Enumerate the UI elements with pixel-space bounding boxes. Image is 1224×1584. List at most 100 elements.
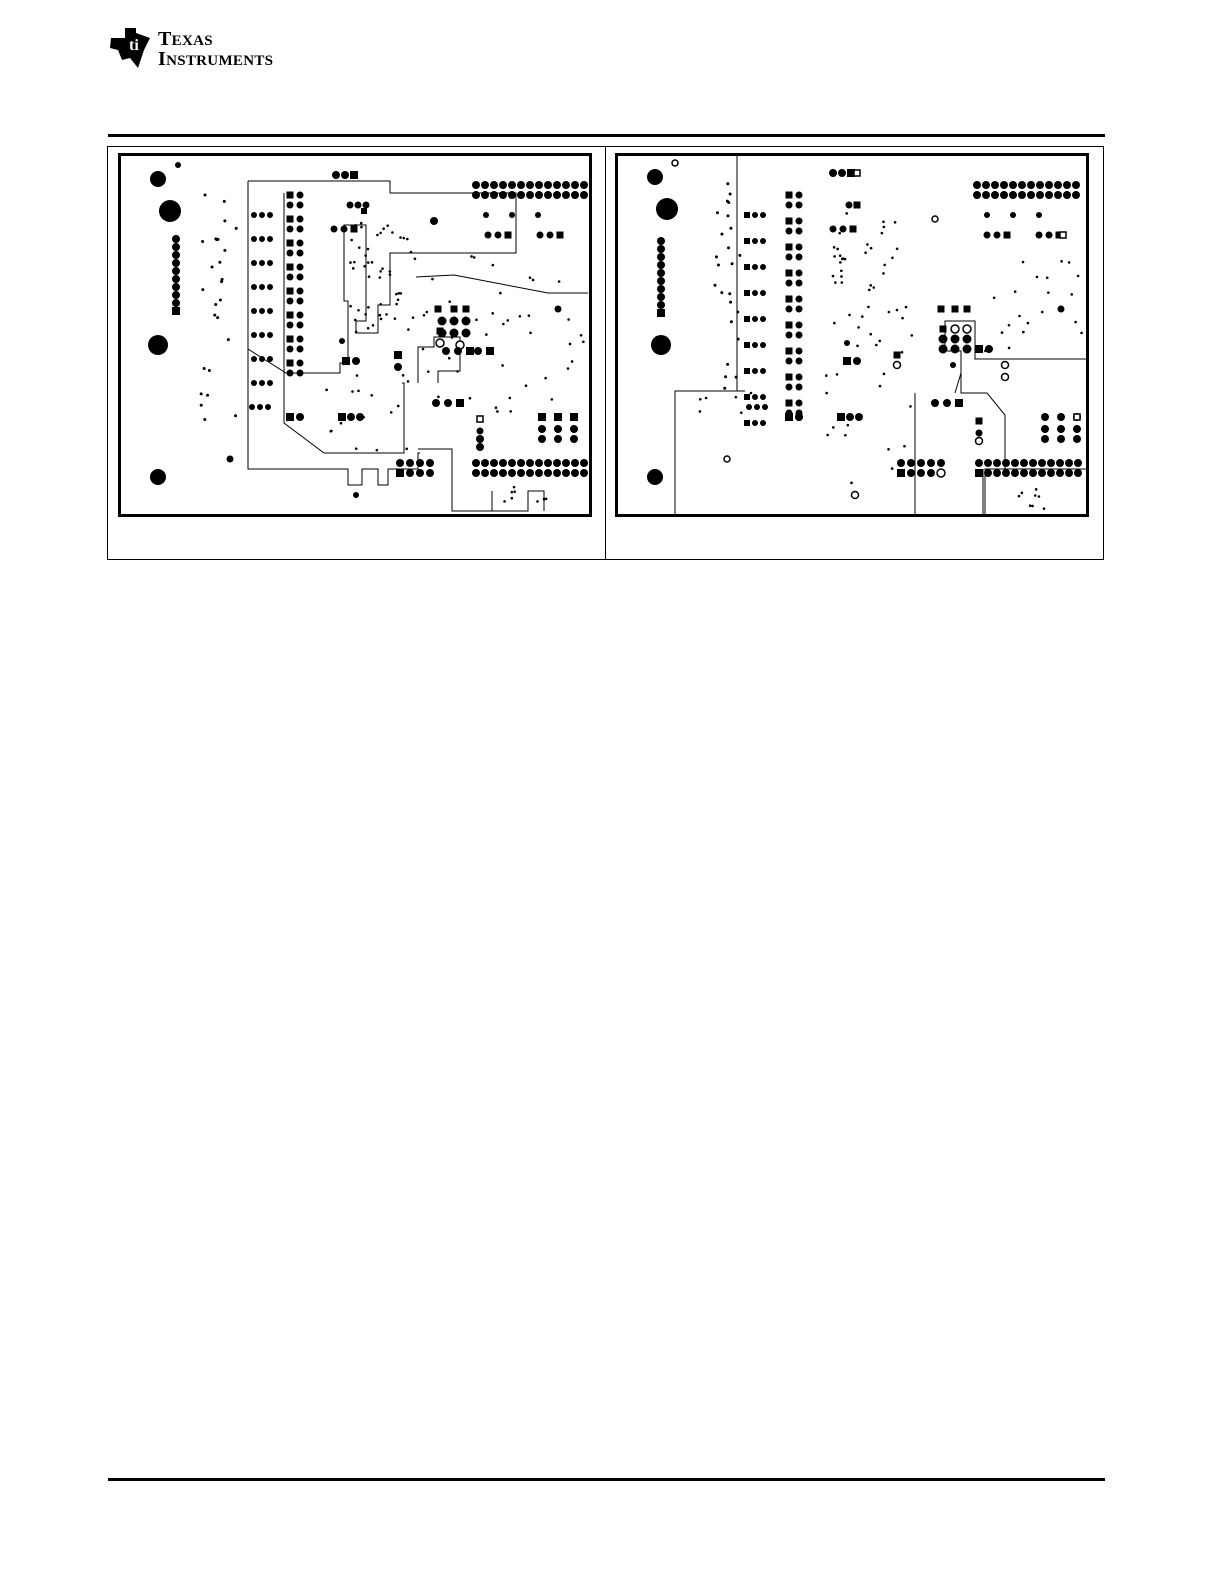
pcb-pad <box>481 459 489 467</box>
pcb-pad <box>436 339 444 347</box>
pcb-square-pad <box>451 306 458 313</box>
pcb-pad <box>511 497 514 500</box>
pcb-pad <box>840 281 843 284</box>
pcb-pad <box>852 492 859 499</box>
pcb-pad <box>517 469 525 477</box>
pcb-pad <box>267 260 273 266</box>
pcb-pad <box>462 317 471 326</box>
pcb-pad <box>844 434 847 437</box>
pcb-pad <box>796 384 803 391</box>
pcb-pad <box>427 370 430 373</box>
pcb-pad <box>426 469 434 477</box>
pcb-pad <box>547 232 554 239</box>
pcb-pad <box>397 405 400 408</box>
pcb-pad <box>355 202 362 209</box>
pcb-pad <box>882 221 885 224</box>
pcb-pad <box>503 500 506 503</box>
pcb-pad <box>297 226 304 233</box>
pcb-pad <box>395 293 398 296</box>
pcb-pad <box>1027 191 1035 199</box>
pcb-pad <box>508 191 516 199</box>
pcb-pad <box>752 290 758 296</box>
pcb-pad <box>943 399 951 407</box>
pcb-square-pad <box>744 316 750 322</box>
pcb-pad <box>1041 435 1049 443</box>
pcb-pad <box>370 394 373 397</box>
pcb-pad <box>878 340 881 343</box>
pcb-pad <box>432 399 440 407</box>
pcb-square-pad <box>456 399 464 407</box>
pcb-pad <box>402 374 405 377</box>
pcb-pad <box>495 406 498 409</box>
pcb-pad <box>963 335 972 344</box>
pcb-pad <box>1057 435 1065 443</box>
pcb-pad <box>454 347 462 355</box>
pcb-pad <box>259 236 265 242</box>
pcb-square-pad <box>338 413 346 421</box>
pcb-pad <box>569 343 572 346</box>
pcb-pad <box>172 243 180 251</box>
pcb-pad <box>830 226 837 233</box>
pcb-pad <box>509 410 512 413</box>
pcb-pad <box>760 342 766 348</box>
pcb-pad <box>1070 293 1073 296</box>
pcb-pad <box>508 469 516 477</box>
pcb-square-pad <box>744 212 750 218</box>
pcb-pad <box>951 345 960 354</box>
pcb-pad <box>1020 469 1028 477</box>
pcb-pad <box>485 232 492 239</box>
pcb-pad <box>994 232 1001 239</box>
pcb-pad <box>867 306 870 309</box>
pcb-pad <box>1054 181 1062 189</box>
pcb-pad <box>825 374 828 377</box>
pcb-pad <box>951 325 959 333</box>
pcb-pad <box>720 291 723 294</box>
pcb-pad <box>855 413 863 421</box>
pcb-layout-bottom-panel <box>615 153 1089 517</box>
pcb-pad <box>483 212 489 218</box>
pcb-pad <box>223 249 226 252</box>
pcb-pad <box>570 425 578 433</box>
pcb-pad <box>752 238 758 244</box>
pcb-pad <box>476 435 484 443</box>
pcb-pad <box>832 426 835 429</box>
pcb-pad <box>856 345 859 348</box>
pcb-pad <box>836 248 839 251</box>
pcb-pad <box>984 459 992 467</box>
pcb-pad <box>760 316 766 322</box>
pcb-pad <box>699 398 702 401</box>
pcb-pad <box>354 319 357 322</box>
pcb-pad <box>529 332 532 335</box>
pcb-pad <box>297 264 304 271</box>
pcb-pad <box>438 317 447 326</box>
pcb-pad <box>200 404 203 407</box>
pcb-pad <box>1008 347 1011 350</box>
pcb-pad <box>844 258 847 261</box>
pcb-pad <box>760 290 766 296</box>
pcb-square-pad <box>786 218 793 225</box>
pcb-pad <box>150 469 166 485</box>
pcb-pad <box>1008 324 1011 327</box>
pcb-pad <box>379 276 382 279</box>
pcb-pad <box>699 410 702 413</box>
pcb-pad <box>735 396 738 399</box>
pcb-pad <box>903 445 906 448</box>
pcb-pad <box>451 336 454 339</box>
pcb-pad <box>901 317 904 320</box>
pcb-pad <box>526 181 534 189</box>
pcb-square-pad <box>287 216 294 223</box>
pcb-pad <box>1041 425 1049 433</box>
pcb-pad <box>538 425 546 433</box>
pcb-square-pad <box>850 226 857 233</box>
pcb-pad <box>297 298 304 305</box>
pcb-pad <box>1041 413 1049 421</box>
pcb-pad <box>553 469 561 477</box>
pcb-pad <box>786 384 793 391</box>
pcb-pad <box>917 469 925 477</box>
pcb-pad <box>379 314 382 317</box>
pcb-pad <box>571 191 579 199</box>
ti-logo[interactable]: ti TEXAS INSTRUMENTS <box>108 24 298 72</box>
pcb-square-pad <box>976 418 983 425</box>
pcb-square-pad <box>435 306 442 313</box>
pcb-pad <box>203 418 206 421</box>
